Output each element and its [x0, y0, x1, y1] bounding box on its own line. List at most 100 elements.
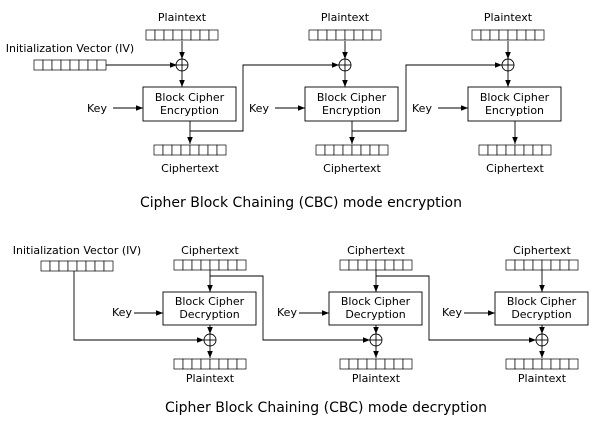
register-cell — [324, 144, 335, 156]
dec-block-cipher-box-1 — [162, 291, 257, 326]
register-cell — [568, 358, 579, 370]
register-cell — [471, 29, 482, 41]
enc-plaintext-label-3: Plaintext — [484, 11, 533, 24]
dec-iv-arrow — [73, 271, 204, 343]
dec-ciphertext-label-1: Ciphertext — [181, 244, 239, 257]
register-cell — [218, 358, 229, 370]
register-cell — [516, 29, 527, 41]
register-cell — [375, 358, 386, 370]
enc-block-cipher-box-1 — [142, 86, 237, 122]
register-cell — [550, 259, 561, 271]
register-cell — [333, 144, 344, 156]
enc-key-label-3: Key — [412, 102, 432, 115]
dec-stage-3: Ciphertext Key Block Cipher Decryption P… — [442, 244, 589, 385]
register-cell — [182, 358, 193, 370]
register-cell — [49, 260, 60, 272]
register-cell — [162, 144, 173, 156]
register-cell — [191, 358, 202, 370]
register-cell — [496, 144, 507, 156]
dec-plaintext-register-2 — [339, 358, 413, 370]
register-cell — [218, 259, 229, 271]
register-cell — [33, 59, 44, 71]
dec-xor-icon-2 — [369, 333, 383, 347]
register-cell — [227, 358, 238, 370]
enc-chain-arrow-1 — [190, 62, 339, 132]
register-cell — [216, 144, 227, 156]
register-cell — [498, 29, 509, 41]
dec-block-cipher-box-2 — [328, 291, 423, 326]
enc-stage-3: Plaintext Key Block Cipher Encryption Ci… — [412, 11, 562, 175]
register-cell — [353, 29, 364, 41]
register-cell — [505, 259, 516, 271]
register-cell — [541, 358, 552, 370]
register-cell — [393, 358, 404, 370]
register-cell — [489, 29, 500, 41]
register-cell — [559, 358, 570, 370]
enc-ciphertext-register-1 — [153, 144, 227, 156]
enc-block-line2-3: Encryption — [485, 104, 544, 117]
register-cell — [173, 358, 184, 370]
register-cell — [375, 259, 386, 271]
register-cell — [96, 59, 107, 71]
register-cell — [317, 29, 328, 41]
register-cell — [393, 259, 404, 271]
enc-xor-icon-2 — [338, 58, 352, 72]
register-cell — [145, 29, 156, 41]
register-cell — [172, 29, 183, 41]
enc-plaintext-label-2: Plaintext — [321, 11, 370, 24]
register-cell — [189, 144, 200, 156]
dec-key-label-2: Key — [277, 306, 297, 319]
register-cell — [550, 358, 561, 370]
register-cell — [85, 260, 96, 272]
enc-plaintext-register-3 — [471, 29, 545, 41]
register-cell — [532, 144, 543, 156]
register-cell — [67, 260, 78, 272]
register-cell — [339, 259, 350, 271]
register-cell — [384, 259, 395, 271]
enc-ciphertext-register-2 — [315, 144, 389, 156]
dec-plaintext-label-2: Plaintext — [352, 372, 401, 385]
register-cell — [209, 259, 220, 271]
dec-ciphertext-register-3 — [505, 259, 579, 271]
dec-stage-2: Ciphertext Key Block Cipher Decryption P… — [277, 244, 423, 385]
enc-block-line1-3: Block Cipher — [480, 91, 550, 104]
register-cell — [198, 144, 209, 156]
register-cell — [507, 29, 518, 41]
register-cell — [478, 144, 489, 156]
register-cell — [236, 358, 247, 370]
register-cell — [182, 259, 193, 271]
register-cell — [200, 358, 211, 370]
dec-ciphertext-register-2 — [339, 259, 413, 271]
encryption-diagram: Initialization Vector (IV) Plaintext Key… — [6, 11, 562, 211]
register-cell — [42, 59, 53, 71]
register-cell — [514, 144, 525, 156]
enc-block-line1-2: Block Cipher — [317, 91, 387, 104]
register-cell — [514, 358, 525, 370]
register-cell — [173, 259, 184, 271]
dec-block-line1-3: Block Cipher — [507, 295, 577, 308]
register-cell — [199, 29, 210, 41]
register-cell — [505, 144, 516, 156]
register-cell — [87, 59, 98, 71]
enc-key-label-1: Key — [87, 102, 107, 115]
register-cell — [514, 259, 525, 271]
register-cell — [369, 144, 380, 156]
enc-xor-icon-3 — [501, 58, 515, 72]
enc-iv-label: Initialization Vector (IV) — [6, 42, 134, 55]
register-cell — [487, 144, 498, 156]
register-cell — [357, 259, 368, 271]
register-cell — [344, 29, 355, 41]
enc-plaintext-label-1: Plaintext — [158, 11, 207, 24]
register-cell — [532, 358, 543, 370]
enc-arrows — [106, 41, 518, 144]
enc-ciphertext-label-2: Ciphertext — [323, 162, 381, 175]
register-cell — [366, 259, 377, 271]
register-cell — [505, 358, 516, 370]
register-cell — [534, 29, 545, 41]
enc-ciphertext-register-3 — [478, 144, 552, 156]
enc-stage-2: Plaintext Key Block Cipher Encryption Ci… — [249, 11, 399, 175]
register-cell — [351, 144, 362, 156]
register-cell — [209, 358, 220, 370]
register-cell — [69, 59, 80, 71]
